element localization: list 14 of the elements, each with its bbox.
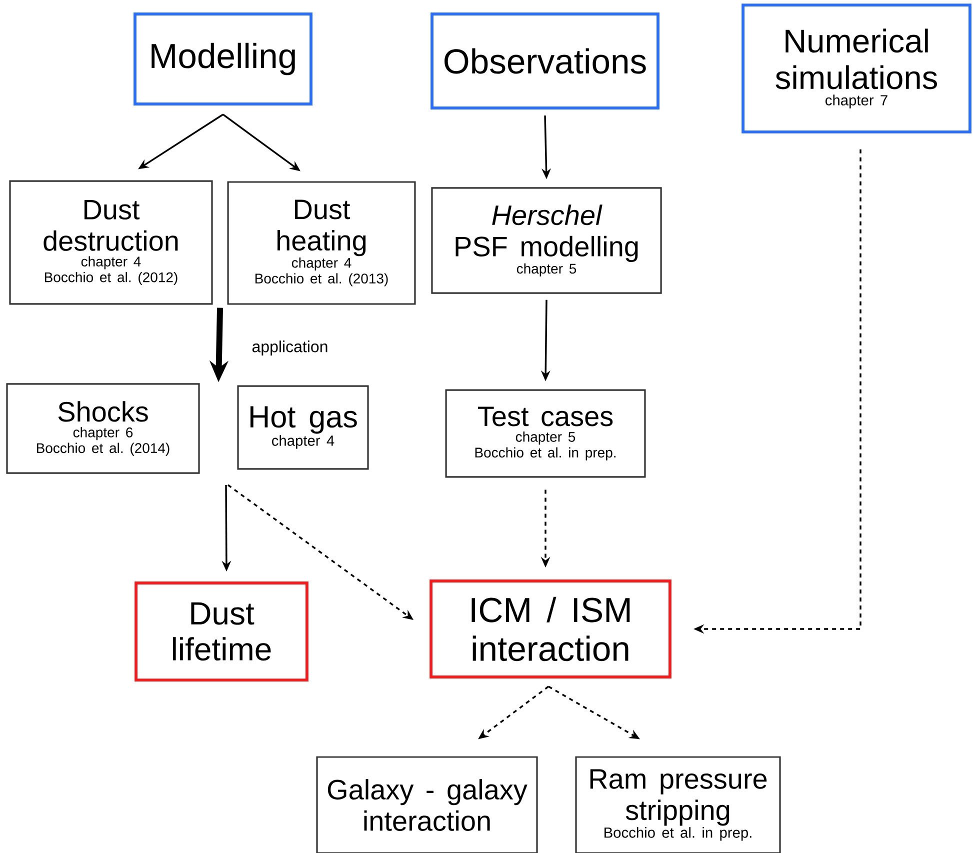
category-box: Numerical simulations chapter 7 — [742, 4, 972, 134]
process-box: Hot gas chapter 4 — [237, 385, 369, 470]
edge-label: application — [250, 339, 330, 357]
result-box: Dust lifetime — [134, 582, 308, 682]
process-box: Shocks chapter 6 Bocchio et al. (2014) — [6, 383, 200, 474]
process-box: Test cases chapter 5 Bocchio et al. in prep. — [445, 389, 646, 478]
category-box: Modelling — [134, 12, 312, 106]
process-box: Galaxy - galaxy interaction — [316, 756, 538, 853]
process-box: Herschel PSF modelling chapter 5 — [431, 187, 662, 294]
process-box: Dust destruction chapter 4 Bocchio et al. (2012) — [9, 180, 213, 305]
process-box: Ram pressure stripping Bocchio et al. in prep. — [575, 756, 781, 853]
process-box: Dust heating chapter 4 Bocchio et al. (2013) — [227, 181, 416, 305]
category-box: Observations — [430, 12, 660, 110]
result-box: ICM / ISM interaction — [430, 580, 672, 678]
